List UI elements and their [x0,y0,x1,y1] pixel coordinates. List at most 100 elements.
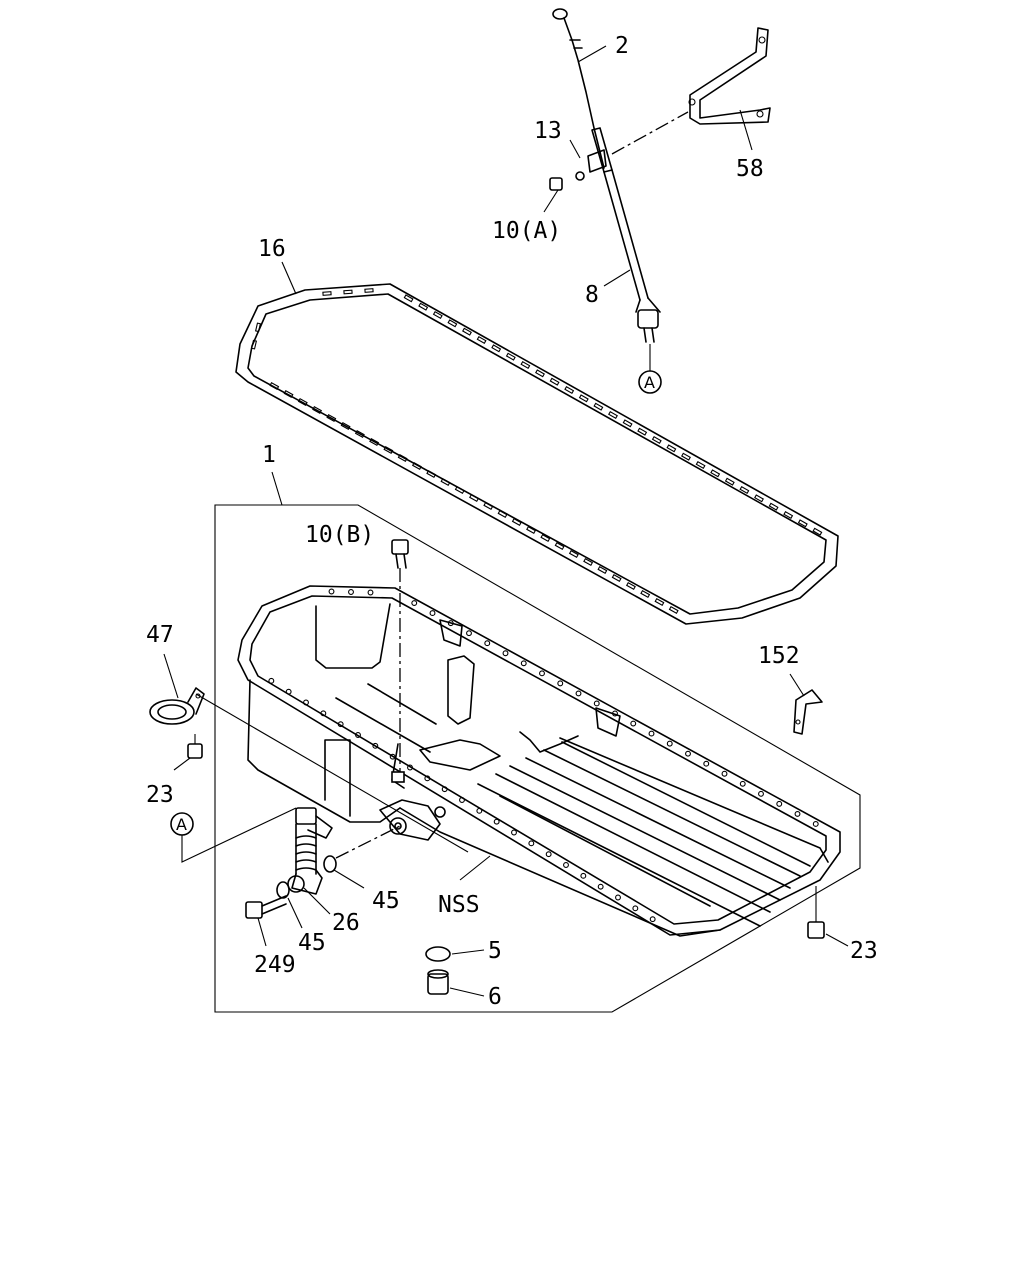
gasket-hole [554,541,565,551]
gasket-hole [312,405,323,415]
gasket-hole [640,589,651,599]
flange-bolt-hole [703,760,710,767]
callout-23-left: 23 [146,782,174,808]
gasket-hole [343,289,353,295]
flange-bolt-hole [685,750,691,757]
gasket-hole [578,394,589,403]
flange-bolt-hole [268,677,275,684]
callout-45-left: 45 [298,930,326,956]
callout-26: 26 [332,910,360,936]
gasket-hole [497,509,508,519]
flange-bolt-hole [429,610,436,617]
gasket-hole [637,427,648,436]
gasket-hole [666,444,677,453]
flange-bolt-hole [502,650,509,657]
gasket-hole [593,402,604,411]
ref-a-top: A [644,373,655,392]
gasket-hole [797,519,808,528]
flange-bolt-hole [367,589,374,596]
callout-5: 5 [488,938,502,964]
ref-a-left: A [176,815,187,834]
flange-bolt-hole [758,790,764,797]
gasket-hole [340,421,351,431]
gasket-hole [254,322,262,333]
flange-bolt-hole [615,894,621,901]
gasket-hole [564,385,575,395]
gasket-hole [568,549,579,559]
callout-58: 58 [736,156,764,182]
gasket-hole [454,485,465,495]
bolt-10b [391,539,409,783]
flange-bolt-hole [328,588,335,595]
flange-bolt-hole [511,829,517,836]
flange-bolt-hole [612,710,618,717]
gasket-hole [611,573,622,583]
flange-bolt-hole [424,775,431,782]
gasket-hole [447,319,458,328]
callout-10b: 10(B) [305,522,374,548]
oil-pan-1 [214,504,861,1013]
dipstick-assembly [549,8,661,343]
gasket-hole [440,477,451,487]
gasket-hole [608,410,618,420]
flange-bolt-hole [812,821,819,827]
callout-47: 47 [146,622,174,648]
gasket-hole [625,581,636,591]
flange-bolt-hole [320,710,327,717]
gasket-hole [622,419,633,428]
gasket-hole [710,469,721,478]
oil-return-fitting [245,807,337,919]
callout-2: 2 [615,33,629,59]
flange-bolt-hole [557,680,564,687]
flange-bolt-hole [593,700,600,707]
gasket-hole [583,557,594,567]
gasket-hole [483,501,494,511]
gasket-hole [491,344,502,353]
gasket-16 [235,283,839,625]
flange-bolt-hole [459,797,465,803]
gasket-hole [695,460,706,470]
gasket-hole [369,437,380,447]
flange-bolt-hole [411,600,418,606]
callout-16: 16 [258,236,286,262]
flange-bolt-hole [484,640,491,647]
flange-bolt-hole [597,883,604,890]
gasket-hole [724,477,735,486]
flange-bolt-hole [632,905,639,912]
flange-bolt-hole [372,742,379,749]
gasket-hole [654,597,665,607]
gasket-hole [754,494,764,503]
gasket-hole [250,339,258,350]
flange-bolt-hole [389,753,396,760]
gasket-hole [535,369,545,378]
flange-bolt-hole [649,916,656,923]
gasket-hole [520,360,531,370]
flange-bolt-hole [407,764,413,771]
gasket-hole [549,377,560,386]
flange-bolt-hole [520,660,527,667]
gasket-hole [411,461,422,471]
bracket-47 [149,687,205,725]
gasket-hole [668,605,679,615]
gasket-hole [383,445,394,455]
clip-152 [793,689,823,735]
flange-bolt-hole [303,699,309,706]
flange-bolt-hole [648,730,655,737]
flange-bolt-hole [466,630,472,637]
gasket-hole [768,502,779,511]
gasket-hole [597,565,608,575]
flange-bolt-hole [666,740,673,747]
flange-bolt-hole [337,721,344,728]
gasket-hole [681,452,691,461]
gasket-hole [297,397,308,407]
flange-bolt-hole [355,732,361,738]
flange-bolt-hole [575,690,582,697]
gasket-hole [469,493,479,503]
flange-bolt-hole [721,770,728,777]
callout-1: 1 [262,442,276,468]
gasket-hole [403,294,414,303]
gasket-hole [354,429,365,439]
flange-bolt-hole [545,851,552,858]
gasket-hole [462,327,472,336]
